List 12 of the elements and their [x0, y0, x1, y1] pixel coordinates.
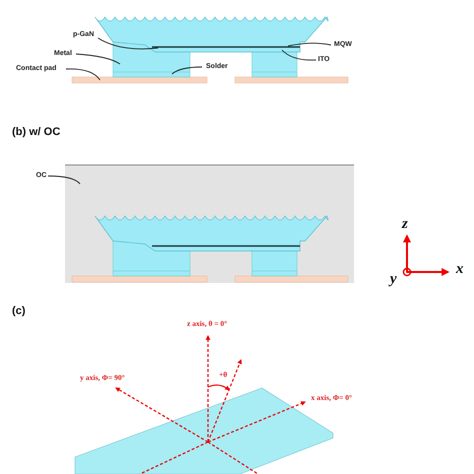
leader-line [66, 68, 100, 80]
leader-line [288, 42, 332, 46]
panel-heading: (c) [12, 306, 26, 317]
leader-line [282, 50, 316, 61]
leader-line [98, 38, 158, 50]
leader-line [172, 66, 202, 74]
leader-line [48, 176, 80, 184]
axis-label: y [390, 272, 397, 287]
axis-label: x [456, 262, 464, 277]
panel-heading: (b) w/ OC [12, 127, 60, 138]
leader-line [76, 54, 120, 64]
axis-label: z [402, 217, 408, 232]
